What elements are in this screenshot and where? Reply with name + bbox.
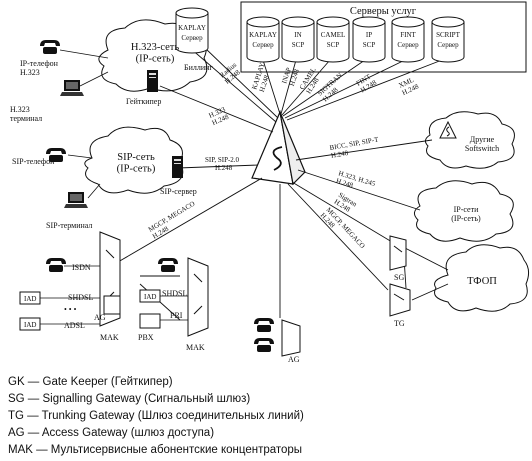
shdsl-right-label: SHDSL	[162, 289, 187, 298]
network-diagram: Серверы услуг RadiusH.248	[10, 1, 530, 364]
pbx-label: PBX	[138, 333, 154, 342]
tg-device	[389, 283, 411, 317]
svg-text:CAMEL: CAMEL	[321, 31, 346, 39]
svg-text:SCRIPT: SCRIPT	[436, 31, 460, 39]
fint-server-db: FINT Сервер	[391, 16, 425, 63]
phone-ag-1	[254, 318, 274, 332]
service-servers-frame	[240, 1, 527, 73]
sip-server-icon	[172, 156, 183, 178]
billing-server-db: KAPLAY Сервер	[175, 7, 209, 54]
in-scp-db: IN SCP	[281, 16, 315, 63]
ip-networks-cloud	[414, 180, 514, 242]
sip-cloud	[84, 126, 184, 194]
svg-text:IAD: IAD	[24, 321, 36, 329]
svg-text:IP: IP	[366, 31, 372, 39]
phone-ag-2	[254, 338, 274, 352]
svg-text:Сервер: Сервер	[252, 41, 274, 49]
h323-cloud-label: H.323-сеть(IP-сеть)	[131, 42, 179, 65]
mak-right-device	[187, 257, 209, 337]
svg-text:H.248: H.248	[215, 164, 233, 172]
ip-networks-cloud-label: IP-сети(IP-сеть)	[451, 205, 481, 223]
sip-terminal-label: SIP-терминал	[46, 221, 92, 230]
svg-text:INAPH.248: INAPH.248	[280, 65, 301, 87]
sg-label: SG	[394, 273, 404, 282]
signalling-links	[117, 47, 449, 321]
shdsl-left-label: SHDSL	[68, 293, 93, 302]
svg-text:KAPLAY: KAPLAY	[178, 24, 206, 32]
gatekeeper-icon	[147, 70, 158, 92]
pstn-cloud-label: ТФОП	[467, 276, 497, 287]
svg-text:Сервер: Сервер	[181, 34, 203, 42]
svg-text:SCP: SCP	[327, 41, 340, 49]
svg-text:XMLH.248: XMLH.248	[397, 75, 420, 97]
pbx-box	[139, 313, 161, 329]
legend-gk: GK — Gate Keeper (Гейткипер)	[8, 376, 173, 388]
ag-left-label: AG	[94, 313, 106, 322]
iad-left-1: IAD	[19, 291, 41, 305]
svg-text:FINT: FINT	[400, 31, 416, 39]
softswitch-icon	[439, 120, 457, 139]
sg-device	[389, 235, 407, 271]
laptop-sip-icon	[64, 192, 88, 208]
sip-phone-label: SIP-телефон	[12, 157, 55, 166]
mak-right-label: MAK	[186, 343, 205, 352]
svg-text:MGCP, MEGACOH.248: MGCP, MEGACOH.248	[147, 200, 201, 241]
iad-left-2: IAD	[19, 317, 41, 331]
svg-text:Сервер: Сервер	[437, 41, 459, 49]
service-servers-title: Серверы услуг	[350, 6, 417, 17]
svg-text:BICC, SIP, SIP-TH.248: BICC, SIP, SIP-TH.248	[329, 135, 381, 159]
svg-text:KAPLAY: KAPLAY	[249, 31, 277, 39]
tg-label: TG	[394, 319, 405, 328]
kaplay-server-db: KAPLAY Сервер	[246, 16, 280, 63]
svg-text:SCP: SCP	[292, 41, 305, 49]
svg-text:IN: IN	[294, 31, 301, 39]
svg-text:MGCP, MEGACOH.248: MGCP, MEGACOH.248	[319, 206, 367, 256]
svg-text:IAD: IAD	[144, 293, 156, 301]
laptop-h323-icon	[60, 80, 84, 96]
svg-text:Сервер: Сервер	[397, 41, 419, 49]
billing-label: Биллинг	[184, 63, 213, 72]
legend-tg: TG — Trunking Gateway (Шлюз соединительн…	[8, 410, 304, 422]
sip-cloud-label: SIP-сеть(IP-сеть)	[117, 152, 156, 175]
adsl-label: ADSL	[64, 321, 85, 330]
dots-label: • • •	[64, 305, 77, 314]
iad-pbx: IAD	[139, 289, 161, 303]
mak-left-label: MAK	[100, 333, 119, 342]
svg-text:SIGTRANH.248: SIGTRANH.248	[316, 71, 349, 103]
legend-ag: AG — Access Gateway (шлюз доступа)	[8, 427, 215, 439]
pri-label: PRI	[170, 311, 183, 320]
ag-center-device	[281, 319, 301, 357]
pbx-phone-icon	[158, 258, 178, 272]
phone-access-icon	[46, 258, 66, 272]
isdn-label: ISDN	[72, 263, 91, 272]
svg-text:SCP: SCP	[363, 41, 376, 49]
script-server-db: SCRIPT Сервер	[431, 16, 465, 63]
gatekeeper-label: Гейткипер	[126, 97, 161, 106]
legend-mak: MAK — Мультисервисные абонентские концен…	[8, 444, 303, 456]
ip-phone-icon	[40, 40, 60, 54]
link-label-mak: MGCP, MEGACO	[147, 200, 196, 234]
svg-text:KAPLAYH.248: KAPLAYH.248	[250, 62, 274, 93]
sip-server-label: SIP-сервер	[160, 187, 197, 196]
pstn-cloud	[434, 244, 530, 312]
ag-center-label: AG	[288, 355, 300, 364]
legend-sg: SG — Signalling Gateway (Сигнальный шлюз…	[8, 393, 251, 405]
svg-text:H.323H.248: H.323H.248	[208, 105, 231, 127]
legend: GK — Gate Keeper (Гейткипер) SG — Signal…	[8, 374, 528, 459]
svg-text:IAD: IAD	[24, 295, 36, 303]
ag-left-box	[103, 295, 121, 315]
softswitch-core	[251, 109, 306, 186]
link-label-softswitch: BICC, SIP, SIP-T	[329, 135, 380, 152]
ip-scp-db: IP SCP	[352, 16, 386, 63]
camel-scp-db: CAMEL SCP	[316, 16, 350, 63]
link-label-sip: SIP, SIP-2.0	[205, 156, 240, 164]
